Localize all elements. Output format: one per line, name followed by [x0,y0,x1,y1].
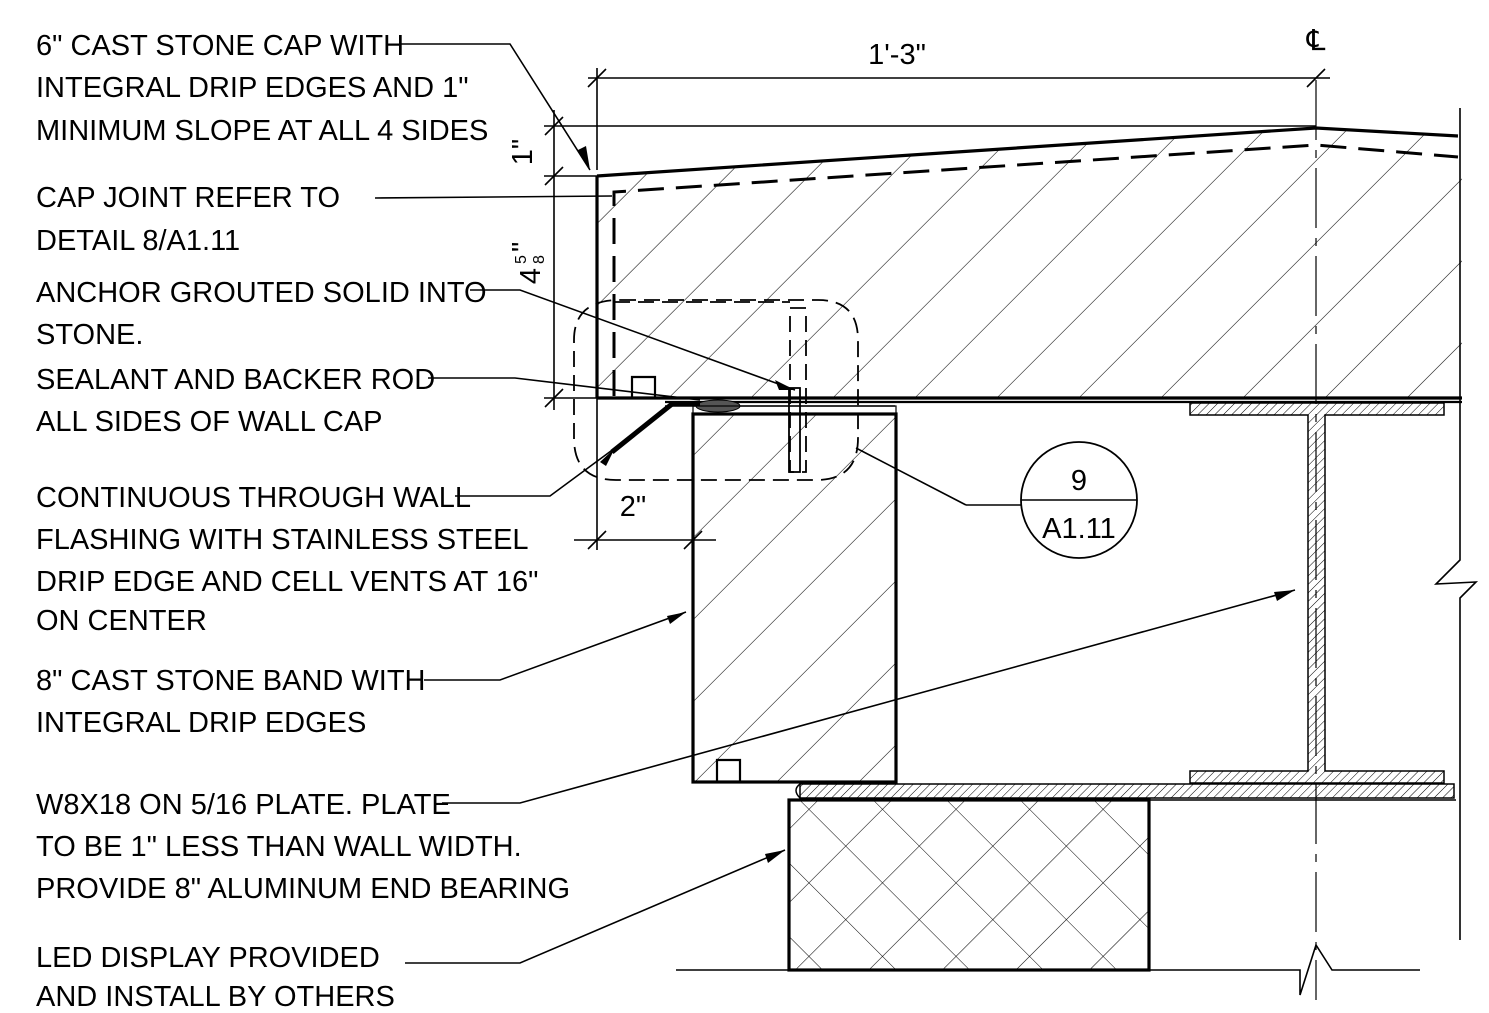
bottom-break-line [676,943,1420,996]
note-line: ALL SIDES OF WALL CAP [36,406,383,438]
note-anchor: ANCHOR GROUTED SOLID INTO STONE. [36,277,487,351]
dimension-drip-offset: 2" [574,398,716,550]
dimension-cap-height: 4 5 8 " [507,242,597,408]
note-line: STONE. [36,319,143,351]
note-steel-beam: W8X18 ON 5/16 PLATE. PLATE TO BE 1" LESS… [36,789,570,905]
dim-cap-height-numerator: 5 [513,255,530,264]
note-sealant: SEALANT AND BACKER ROD ALL SIDES OF WALL… [36,364,435,438]
note-line: CAP JOINT REFER TO [36,182,340,214]
note-line: ON CENTER [36,605,207,637]
note-line: AND INSTALL BY OTHERS [36,981,395,1013]
note-flashing: CONTINUOUS THROUGH WALL FLASHING WITH ST… [36,482,538,637]
note-line: CONTINUOUS THROUGH WALL [36,482,471,514]
note-line: PROVIDE 8" ALUMINUM END BEARING [36,873,570,905]
through-wall-flashing [610,401,700,454]
note-cap-joint: CAP JOINT REFER TO DETAIL 8/A1.11 [36,182,340,257]
led-display [787,798,1456,972]
note-line: 6" CAST STONE CAP WITH [36,30,404,62]
dim-slope-label: 1" [507,139,539,165]
note-line: ANCHOR GROUTED SOLID INTO [36,277,487,309]
note-line: DRIP EDGE AND CELL VENTS AT 16" [36,566,538,598]
note-line: W8X18 ON 5/16 PLATE. PLATE [36,789,451,821]
dim-drip-offset-label: 2" [620,491,646,523]
steel-beam-w8x18 [795,402,1455,799]
note-led-display: LED DISPLAY PROVIDED AND INSTALL BY OTHE… [36,942,395,1013]
dimension-width-top: 1'-3" [587,39,1330,170]
leader-lines [374,43,1296,964]
detail-tag-sheet: A1.11 [1042,513,1116,545]
note-line: MINIMUM SLOPE AT ALL 4 SIDES [36,115,488,147]
note-line: 8" CAST STONE BAND WITH [36,665,426,697]
cast-stone-band [691,405,898,784]
dim-cap-height-denominator: 8 [531,255,548,264]
centerline-mark: ℄ [1306,25,1326,57]
note-cast-stone-band: 8" CAST STONE BAND WITH INTEGRAL DRIP ED… [36,665,426,739]
detail-tag: 9 A1.11 [855,441,1138,559]
dimension-slope: 1" [507,110,1316,410]
detail-callout-boundary [573,299,859,481]
detail-tag-number: 9 [1071,465,1087,497]
dim-width-top-label: 1'-3" [868,39,926,71]
dim-cap-height-inch-mark: " [507,242,539,252]
note-line: TO BE 1" LESS THAN WALL WIDTH. [36,831,522,863]
note-cast-stone-cap: 6" CAST STONE CAP WITH INTEGRAL DRIP EDG… [36,30,488,147]
dim-cap-height-whole: 4 [515,268,547,284]
note-line: INTEGRAL DRIP EDGES [36,707,366,739]
right-break-line [1433,108,1479,940]
note-line: LED DISPLAY PROVIDED [36,942,380,974]
centerline: ℄ [1306,25,1326,1000]
note-line: INTEGRAL DRIP EDGES AND 1" [36,72,469,104]
note-line: SEALANT AND BACKER ROD [36,364,435,396]
note-line: DETAIL 8/A1.11 [36,225,240,257]
note-line: FLASHING WITH STAINLESS STEEL [36,524,529,556]
notes: 6" CAST STONE CAP WITH INTEGRAL DRIP EDG… [36,30,570,1013]
cast-stone-cap [595,126,1462,400]
